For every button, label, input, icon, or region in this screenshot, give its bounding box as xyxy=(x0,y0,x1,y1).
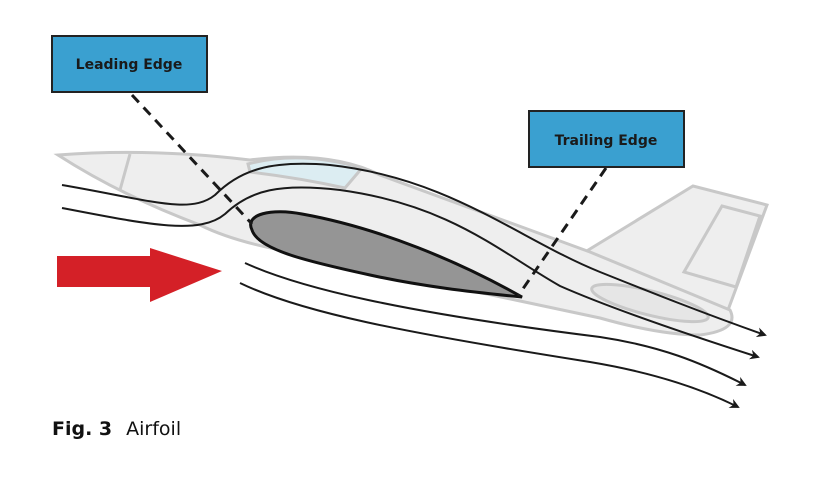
airflow-arrow xyxy=(57,248,222,302)
nose-panel-line xyxy=(118,153,132,191)
trailing-edge-pointer xyxy=(516,167,608,297)
leading-edge-label-box xyxy=(51,35,208,93)
airfoil-shape xyxy=(249,210,523,299)
figure-caption: Fig. 3 Airfoil xyxy=(52,418,181,440)
leading-edge-label: Leading Edge xyxy=(76,57,183,73)
streamline-2 xyxy=(61,186,760,360)
trailing-edge-label-box xyxy=(528,110,685,168)
leading-edge-callout: Leading Edge xyxy=(51,35,254,226)
trailing-edge-label: Trailing Edge xyxy=(555,133,658,149)
streamline-1 xyxy=(61,162,767,338)
figure-number: Fig. 3 xyxy=(52,418,113,440)
streamline-4 xyxy=(239,282,740,408)
streamline-3 xyxy=(244,262,747,386)
horizontal-stabilizer xyxy=(590,282,710,324)
trailing-edge-callout: Trailing Edge xyxy=(516,110,685,297)
figure-title: Airfoil xyxy=(126,418,182,440)
streamlines xyxy=(61,162,767,408)
tail-rudder xyxy=(681,204,762,289)
airplane-silhouette xyxy=(53,150,769,337)
leading-edge-pointer xyxy=(130,93,254,226)
